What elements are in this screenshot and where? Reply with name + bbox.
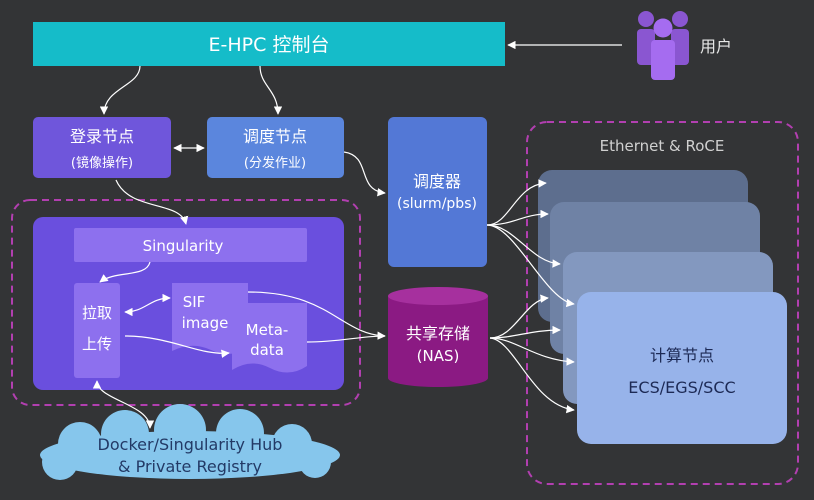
scheduling-node-title: 调度节点	[243, 127, 307, 146]
data-label: data	[250, 341, 284, 359]
container-group-border	[11, 199, 361, 406]
metadata-doc[interactable]: Meta- data	[232, 303, 307, 373]
push-label: 上传	[82, 335, 112, 353]
pull-label: 拉取	[82, 304, 112, 322]
arrow-login-to-singularity	[115, 179, 189, 225]
user-label: 用户	[700, 37, 732, 56]
network-label: Ethernet & RoCE	[600, 137, 725, 155]
scheduler-title: 调度器	[413, 172, 461, 191]
sif-label: SIF	[183, 293, 206, 311]
console-bar[interactable]: E-HPC 控制台	[33, 22, 505, 66]
arrow-scheduler-to-card4	[486, 224, 575, 308]
image-label: image	[182, 314, 229, 332]
compute-title: 计算节点	[650, 346, 714, 365]
arrow-sif-to-storage	[247, 291, 386, 340]
registry-cloud[interactable]: Docker/Singularity Hub & Private Registr…	[40, 404, 340, 480]
scheduling-node-box[interactable]: 调度节点 (分发作业)	[207, 117, 344, 178]
arrow-console-to-scheduling	[259, 65, 283, 115]
arrow-singularity-to-pull	[99, 261, 151, 283]
singularity-label: Singularity	[143, 237, 224, 255]
registry-line2: & Private Registry	[118, 457, 262, 476]
storage-subtitle: (NAS)	[417, 347, 460, 365]
connectors	[92, 40, 622, 429]
arrow-storage-to-card2	[489, 294, 549, 339]
arrow-storage-to-card3	[489, 325, 561, 339]
scheduler-subtitle: (slurm/pbs)	[397, 196, 477, 212]
login-node-title: 登录节点	[70, 127, 134, 146]
login-node-subtitle: (镜像操作)	[71, 155, 133, 171]
arrow-scheduler-to-card2	[486, 209, 549, 226]
arrow-scheduler-to-card1	[486, 179, 547, 226]
compute-subtitle: ECS/EGS/SCC	[628, 378, 735, 397]
arrow-pull-registry	[92, 380, 155, 429]
arrow-push-metadata	[124, 335, 230, 358]
arrow-console-to-login	[99, 65, 141, 115]
users-icon	[637, 11, 689, 80]
arrow-scheduling-to-scheduler	[343, 151, 386, 197]
compute-node-card[interactable]: 计算节点 ECS/EGS/SCC	[577, 292, 787, 444]
arrow-storage-to-card4a	[489, 337, 575, 366]
login-node-box[interactable]: 登录节点 (镜像操作)	[33, 117, 171, 178]
console-label: E-HPC 控制台	[209, 34, 330, 56]
arrow-scheduler-to-card3	[486, 224, 561, 268]
arrow-metadata-to-storage	[306, 335, 386, 343]
scheduler-box[interactable]: 调度器 (slurm/pbs)	[388, 117, 487, 267]
pull-push-box[interactable]: 拉取 上传	[74, 283, 120, 378]
singularity-bar[interactable]: Singularity	[74, 228, 307, 262]
scheduling-node-subtitle: (分发作业)	[244, 155, 306, 171]
shared-storage-cylinder[interactable]: 共享存储 (NAS)	[388, 287, 488, 387]
meta-label: Meta-	[246, 321, 289, 339]
arrow-storage-to-card4b	[489, 337, 575, 414]
storage-title: 共享存储	[406, 324, 470, 343]
registry-line1: Docker/Singularity Hub	[98, 435, 283, 454]
arrow-pull-sif	[124, 293, 171, 317]
compute-group-border	[526, 121, 799, 485]
sif-image-doc[interactable]: SIF image	[172, 283, 248, 355]
